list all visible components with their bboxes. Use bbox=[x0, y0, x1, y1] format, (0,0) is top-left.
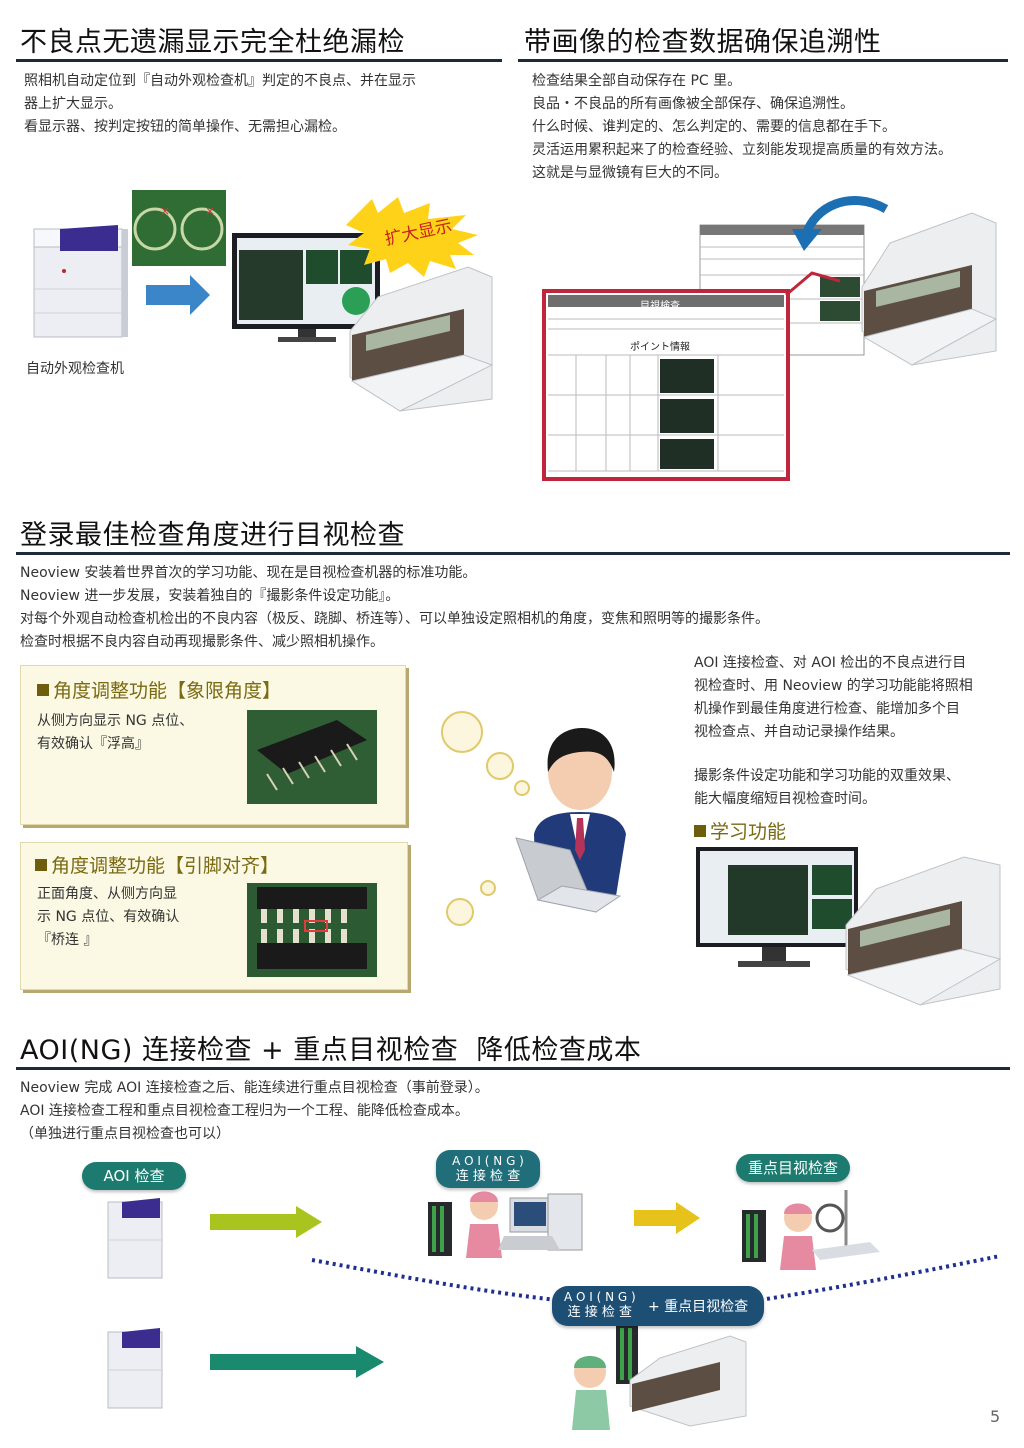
combined-pill-line: 连 接 检 查 bbox=[567, 1305, 633, 1320]
section2-rule bbox=[518, 59, 1008, 62]
dual-effect-text-line: 撮影条件设定功能和学习功能的双重效果、 bbox=[694, 768, 960, 784]
inspection-machine-image bbox=[349, 266, 494, 412]
workflow-diagram bbox=[107, 1190, 1001, 1430]
dual-effect-text: 撮影条件设定功能和学习功能的双重效果、 能大幅度缩短目视检查时间。 bbox=[694, 765, 960, 811]
section2-body: 检查结果全部自动保存在 PC 里。 良品・不良品的所有画像被全部保存、确保追溯性… bbox=[532, 70, 952, 185]
square-bullet-icon bbox=[35, 859, 47, 871]
yellow-arrow bbox=[634, 1202, 700, 1234]
section1-body-line: 照相机自动定位到『自动外观检查机』判定的不良点、并在显示 bbox=[24, 73, 416, 89]
teal-arrow bbox=[210, 1346, 384, 1378]
aoi-inspection-pill: AOI 检查 bbox=[82, 1162, 186, 1190]
page-number: 5 bbox=[990, 1407, 1001, 1426]
report-title-label: 目視検査 bbox=[640, 301, 680, 312]
inspection-machine-image bbox=[861, 212, 998, 366]
focus-inspection-station-image bbox=[742, 1190, 880, 1270]
monitor-image bbox=[696, 847, 858, 967]
dual-effect-text-line: 能大幅度缩短目视检查时间。 bbox=[694, 791, 876, 807]
angle-quadrant-pcb-image bbox=[247, 710, 377, 804]
combined-station-image bbox=[572, 1324, 747, 1430]
aoi-connection-text-line: AOI 连接检查、对 AOI 检出的不良点进行目 bbox=[694, 655, 967, 671]
curved-arrow bbox=[801, 196, 889, 237]
flow-arrow bbox=[146, 275, 210, 315]
aoi-machine-image bbox=[107, 1328, 163, 1409]
section4-body-line: （单独进行重点目视检查也可以） bbox=[20, 1126, 230, 1142]
combined-pill-left: A O I ( N G ) 连 接 检 查 bbox=[564, 1289, 636, 1321]
combined-pill-line: A O I ( N G ) bbox=[564, 1290, 636, 1304]
combined-pill-right: + 重点目视检查 bbox=[648, 1299, 749, 1315]
section4-body-line: Neoview 完成 AOI 连接检查之后、能连续进行重点目视检查（事前登录）。 bbox=[20, 1080, 489, 1096]
section2-body-line: 检查结果全部自动保存在 PC 里。 bbox=[532, 73, 742, 89]
learning-function-heading: 学习功能 bbox=[694, 817, 786, 844]
section3-body-line: 对每个外观自动检查机检出的不良内容（极反、跷脚、桥连等）、可以单独设定照相机的角… bbox=[20, 611, 769, 627]
section3-body: Neoview 安装着世界首次的学习功能、现在是目视检查机器的标准功能。 Neo… bbox=[20, 562, 769, 654]
aoi-connection-text-line: 机操作到最佳角度进行检查、能增加多个目 bbox=[694, 701, 960, 717]
machine-caption: 自动外观检查机 bbox=[26, 361, 124, 377]
pcb-image: × × bbox=[132, 190, 226, 266]
businessman-icon bbox=[515, 728, 626, 913]
section3-rule bbox=[16, 552, 1010, 555]
section4-body-line: AOI 连接检查工程和重点目视检查工程归为一个工程、能降低检查成本。 bbox=[20, 1103, 469, 1119]
aoi-ng-station-image bbox=[428, 1191, 583, 1258]
green-arrow bbox=[210, 1206, 322, 1238]
section2-body-line: 灵活运用累积起来了的检查经验、立刻能发现提高质量的有效方法。 bbox=[532, 142, 952, 158]
section1-title: 不良点无遗漏显示完全杜绝漏检 bbox=[20, 27, 405, 58]
section3-title: 登录最佳检查角度进行目视检查 bbox=[20, 520, 405, 551]
svg-text:×: × bbox=[205, 204, 215, 218]
front-report-image bbox=[542, 289, 790, 481]
starburst-badge bbox=[346, 197, 478, 277]
inspection-machine-image bbox=[845, 856, 1002, 1006]
pin-alignment-text: 正面角度、从侧方向显 示 NG 点位、有效确认 『桥连 』 bbox=[37, 883, 179, 952]
angle-quadrant-text-line: 从侧方向显示 NG 点位、 bbox=[37, 713, 194, 729]
aoi-inspection-illustration: × × bbox=[33, 190, 494, 412]
traceability-illustration bbox=[542, 196, 998, 481]
section1-body-line: 器上扩大显示。 bbox=[24, 96, 122, 112]
section2-body-line: 什么时候、谁判定的、怎么判定的、需要的信息都在手下。 bbox=[532, 119, 896, 135]
report-sub-label: ポイント情報 bbox=[630, 342, 690, 353]
angle-quadrant-text-line: 有效确认『浮高』 bbox=[37, 736, 149, 752]
section1-body: 照相机自动定位到『自动外观检查机』判定的不良点、并在显示 器上扩大显示。 看显示… bbox=[24, 70, 416, 139]
angle-quadrant-box: 角度调整功能【象限角度】 从侧方向显示 NG 点位、 有效确认『浮高』 bbox=[20, 665, 406, 825]
section2-title: 带画像的检查数据确保追溯性 bbox=[524, 27, 882, 58]
pin-alignment-text-line: 示 NG 点位、有效确认 bbox=[37, 909, 180, 925]
pin-alignment-text-line: 『桥连 』 bbox=[37, 932, 98, 948]
section4-body: Neoview 完成 AOI 连接检查之后、能连续进行重点目视检查（事前登录）。… bbox=[20, 1077, 489, 1146]
aoi-ng-pill-line: 连 接 检 查 bbox=[455, 1169, 521, 1184]
pin-alignment-pcb-image bbox=[247, 883, 377, 977]
combined-inspection-pill: A O I ( N G ) 连 接 检 查 + 重点目视检查 bbox=[552, 1286, 764, 1326]
section3-body-line: Neoview 安装着世界首次的学习功能、现在是目视检查机器的标准功能。 bbox=[20, 565, 477, 581]
square-bullet-icon bbox=[37, 684, 49, 696]
monitor-image bbox=[232, 233, 380, 342]
section4-title: AOI(NG) 连接检查 + 重点目视检查 降低检查成本 bbox=[20, 1035, 642, 1066]
pin-alignment-box: 角度调整功能【引脚对齐】 正面角度、从侧方向显 示 NG 点位、有效确认 『桥连… bbox=[20, 842, 408, 990]
section4-rule bbox=[16, 1067, 1010, 1070]
thought-bubble-icon bbox=[441, 711, 530, 926]
section1-rule bbox=[16, 59, 502, 62]
aoi-connection-text-line: 视检查时、用 Neoview 的学习功能能将照相 bbox=[694, 678, 973, 694]
svg-text:×: × bbox=[160, 204, 170, 218]
pin-alignment-heading: 角度调整功能【引脚对齐】 bbox=[35, 851, 279, 878]
section3-body-line: 检查时根据不良内容自动再现撮影条件、减少照相机操作。 bbox=[20, 634, 384, 650]
angle-quadrant-heading: 角度调整功能【象限角度】 bbox=[37, 676, 281, 703]
aoi-machine-image bbox=[107, 1198, 163, 1279]
thinking-person-illustration bbox=[441, 711, 626, 926]
section2-body-line: 良品・不良品的所有画像被全部保存、确保追溯性。 bbox=[532, 96, 854, 112]
aoi-ng-connection-pill: A O I ( N G ) 连 接 检 查 bbox=[436, 1150, 540, 1188]
angle-quadrant-text: 从侧方向显示 NG 点位、 有效确认『浮高』 bbox=[37, 710, 193, 756]
aoi-connection-text: AOI 连接检查、对 AOI 检出的不良点进行目 视检查时、用 Neoview … bbox=[694, 652, 973, 744]
aoi-ng-pill-line: A O I ( N G ) bbox=[452, 1154, 524, 1168]
section2-body-line: 这就是与显微镜有巨大的不同。 bbox=[532, 165, 728, 181]
pin-alignment-text-line: 正面角度、从侧方向显 bbox=[37, 886, 177, 902]
section1-body-line: 看显示器、按判定按钮的简单操作、无需担心漏检。 bbox=[24, 119, 346, 135]
learning-function-illustration bbox=[696, 847, 1002, 1006]
aoi-machine-image bbox=[33, 225, 128, 338]
square-bullet-icon bbox=[694, 825, 706, 837]
section3-body-line: Neoview 进一步发展，安装着独自的『撮影条件设定功能』。 bbox=[20, 588, 400, 604]
aoi-connection-text-line: 视检查点、并自动记录操作结果。 bbox=[694, 724, 904, 740]
focus-inspection-pill: 重点目视检查 bbox=[736, 1154, 850, 1182]
